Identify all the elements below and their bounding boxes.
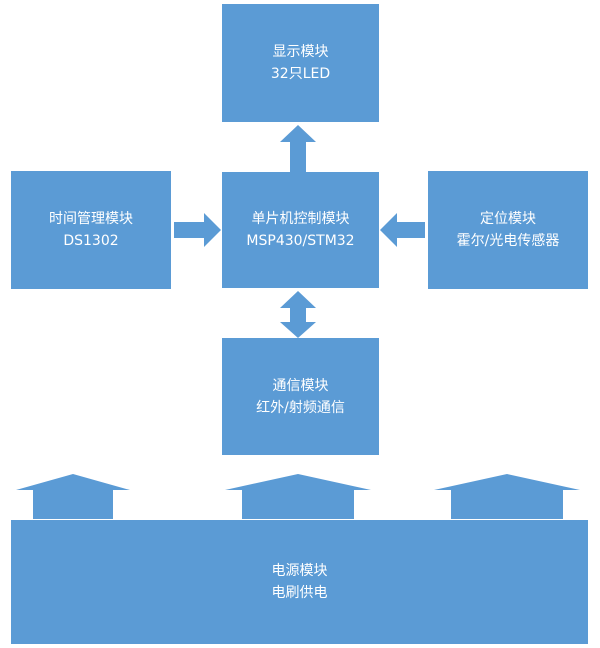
display-module-title: 显示模块 [272, 44, 329, 60]
positioning-module: 定位模块 霍尔/光电传感器 [428, 171, 588, 289]
arrow-power-right [434, 474, 580, 519]
positioning-module-detail: 霍尔/光电传感器 [456, 233, 560, 249]
power-module: 电源模块 电刷供电 [11, 520, 588, 644]
arrow-mcu-to-display [280, 125, 316, 172]
positioning-module-title: 定位模块 [480, 211, 536, 227]
time-management-module-detail: DS1302 [63, 233, 119, 249]
communication-module: 通信模块 红外/射频通信 [222, 338, 379, 455]
arrow-mcu-communication-bidirectional [280, 291, 316, 338]
arrow-time-to-mcu [174, 213, 221, 247]
communication-module-title: 通信模块 [272, 377, 329, 394]
display-module-detail: 32只LED [270, 66, 331, 82]
arrow-positioning-to-mcu [380, 213, 425, 247]
mcu-control-module-title: 单片机控制模块 [251, 211, 350, 227]
display-module: 显示模块 32只LED [222, 4, 379, 122]
arrow-power-left [16, 474, 130, 519]
time-management-module: 时间管理模块 DS1302 [11, 171, 171, 289]
mcu-control-module: 单片机控制模块 MSP430/STM32 [222, 172, 379, 288]
power-module-title: 电源模块 [271, 563, 328, 579]
communication-module-detail: 红外/射频通信 [256, 399, 345, 416]
mcu-control-module-detail: MSP430/STM32 [246, 233, 355, 249]
arrow-power-center [225, 474, 371, 519]
power-module-detail: 电刷供电 [271, 585, 328, 601]
time-management-module-title: 时间管理模块 [49, 211, 133, 227]
